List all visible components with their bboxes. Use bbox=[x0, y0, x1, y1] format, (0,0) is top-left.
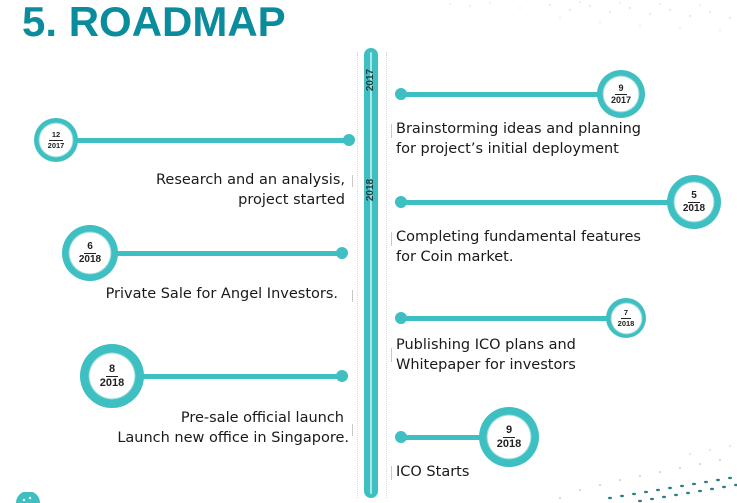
badge-year: 2018 bbox=[496, 437, 522, 450]
text-marker bbox=[391, 124, 392, 138]
connector-dot bbox=[343, 134, 355, 146]
spine-guide-right bbox=[386, 52, 387, 498]
description-line: Brainstorming ideas and planning bbox=[396, 121, 641, 137]
dot-wave-bottom-decoration bbox=[559, 445, 737, 503]
milestone-description: Pre-sale official launch Launch new offi… bbox=[117, 409, 349, 448]
badge-year: 2017 bbox=[610, 94, 632, 105]
connector-line bbox=[400, 91, 600, 97]
badge-month: 5 bbox=[688, 190, 700, 203]
badge-year: 2018 bbox=[99, 376, 125, 389]
date-badge: 6 2018 bbox=[62, 225, 118, 281]
connector-line bbox=[142, 373, 341, 379]
description-line: ICO Starts bbox=[396, 464, 470, 480]
description-line: Completing fundamental features bbox=[396, 229, 641, 245]
page-title: 5. ROADMAP bbox=[22, 0, 286, 45]
text-marker bbox=[391, 466, 392, 480]
milestone-description: ICO Starts bbox=[396, 463, 469, 483]
description-line: Whitepaper for investors bbox=[396, 356, 576, 373]
timeline-spine bbox=[364, 48, 378, 498]
badge-month: 9 bbox=[615, 83, 627, 95]
badge-year: 2018 bbox=[78, 253, 102, 265]
milestone-description: Completing fundamental features for Coin… bbox=[396, 228, 641, 267]
milestone-description: Research and an analysis, project starte… bbox=[156, 171, 345, 210]
logo-fragment-icon bbox=[16, 492, 40, 503]
description-line: Private Sale for Angel Investors. bbox=[105, 286, 338, 302]
description-line: Research and an analysis, bbox=[155, 172, 345, 188]
milestone-description: Publishing ICO plans and Whitepaper for … bbox=[396, 336, 576, 375]
dot-wave-top-decoration bbox=[449, 1, 731, 31]
connector-dot bbox=[336, 370, 348, 382]
description-line: for Coin market. bbox=[396, 248, 514, 265]
description-line: for project’s initial deployment bbox=[396, 140, 619, 157]
date-badge: 9 2018 bbox=[479, 407, 539, 467]
date-badge: 12 2017 bbox=[34, 118, 78, 162]
description-line: Launch new office in Singapore. bbox=[117, 429, 349, 446]
description-line: Pre-sale official launch bbox=[180, 410, 344, 426]
badge-year: 2018 bbox=[682, 202, 706, 214]
connector-line bbox=[400, 199, 670, 205]
date-badge: 9 2017 bbox=[597, 70, 645, 118]
text-marker bbox=[352, 424, 353, 436]
badge-month: 12 bbox=[48, 131, 64, 141]
date-badge: 8 2018 bbox=[80, 344, 144, 408]
connector-line bbox=[400, 434, 490, 440]
date-badge: 5 2018 bbox=[667, 175, 721, 229]
year-label-2017: 2017 bbox=[365, 68, 376, 92]
text-marker bbox=[391, 232, 392, 246]
badge-month: 7 bbox=[620, 309, 632, 319]
text-marker bbox=[352, 290, 353, 302]
badge-month: 9 bbox=[502, 424, 516, 438]
text-marker bbox=[352, 175, 353, 187]
connector-dot bbox=[336, 247, 348, 259]
badge-year: 2018 bbox=[617, 318, 635, 328]
spine-guide-left bbox=[357, 52, 358, 498]
badge-month: 6 bbox=[84, 241, 96, 254]
badge-year: 2017 bbox=[47, 140, 65, 150]
connector-line bbox=[116, 250, 341, 256]
milestone-description: Brainstorming ideas and planning for pro… bbox=[396, 120, 641, 159]
milestone-description: Private Sale for Angel Investors. bbox=[106, 285, 338, 305]
badge-month: 8 bbox=[105, 363, 119, 377]
description-line: project started bbox=[238, 191, 345, 208]
description-line: Publishing ICO plans and bbox=[396, 337, 576, 353]
text-marker bbox=[391, 348, 392, 362]
date-badge: 7 2018 bbox=[606, 298, 646, 338]
connector-line bbox=[76, 137, 348, 143]
year-label-2018: 2018 bbox=[365, 178, 376, 202]
connector-line bbox=[400, 315, 610, 321]
